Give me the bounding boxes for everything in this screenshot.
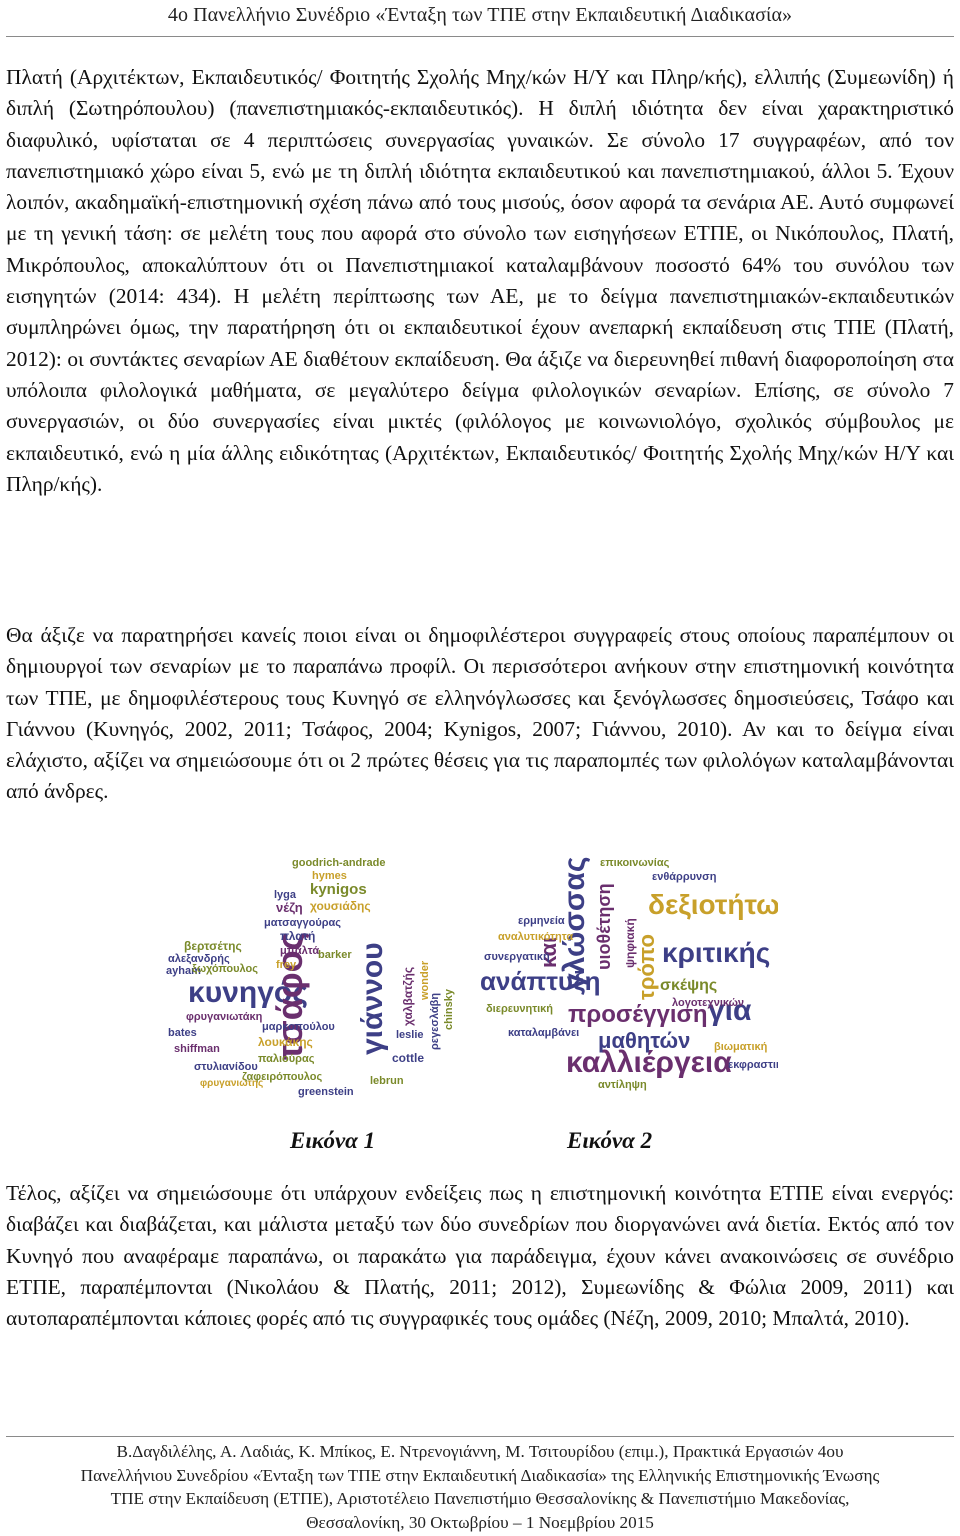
wc1-word: cottle xyxy=(392,1051,424,1065)
wc1-word: ayham xyxy=(166,965,201,977)
wc1-word: αλεξανδρής xyxy=(168,953,230,965)
wc1-word: shiffman xyxy=(174,1043,220,1055)
wc1-word: ξωχόπουλος xyxy=(192,963,258,975)
word-cloud-1-canvas: κυνηγός τσάφος γιάννου goodrich-andrade … xyxy=(166,857,455,1098)
footer-line: Πανελλήνιου Συνεδρίου «Ένταξη των ΤΠΕ στ… xyxy=(80,1465,880,1485)
footer-line: Β.Δαγδιλέλης, Α. Λαδιάς, Κ. Μπίκος, Ε. Ν… xyxy=(116,1442,844,1461)
wc2-word: τρόπο xyxy=(634,934,659,1000)
wc1-word: goodrich-andrade xyxy=(292,857,386,869)
wc2-word: λογοτεχνικών xyxy=(672,997,744,1009)
wc2-word: ανάπτυξη xyxy=(480,966,601,996)
wc1-word: κυνηγός xyxy=(188,976,308,1009)
wc2-word: προσέγγιση xyxy=(568,1001,708,1028)
paragraph-3: Τέλος, αξίζει να σημειώσουμε ότι υπάρχου… xyxy=(6,1181,954,1331)
footer-divider xyxy=(6,1436,954,1437)
word-cloud-figure-1: κυνηγός τσάφος γιάννου goodrich-andrade … xyxy=(160,850,470,1100)
wc1-word: φρυγανιωτάκη xyxy=(186,1011,263,1023)
wc1-word: greenstein xyxy=(298,1086,354,1098)
wc1-word: πλατή xyxy=(280,929,315,943)
paragraph-2: Θα άξιζε να παρατηρήσει κανείς ποιοι είν… xyxy=(6,623,954,804)
page-footer: Β.Δαγδιλέλης, Α. Λαδιάς, Κ. Μπίκος, Ε. Ν… xyxy=(0,1440,960,1534)
wc1-word: ρεγεσλάβη xyxy=(429,993,441,1050)
wc2-word: κριτικής xyxy=(662,937,770,968)
wc2-word: συνεργατική xyxy=(484,951,550,963)
footer-line: Θεσσαλονίκη, 30 Οκτωβρίου – 1 Νοεμβρίου … xyxy=(306,1512,654,1532)
wc1-word: wonder xyxy=(419,960,431,1001)
wc2-word: αναλυτικότητα xyxy=(498,931,573,943)
figure-caption-1: Εικόνα 1 xyxy=(290,1128,376,1153)
wc2-word: ψηφιακή xyxy=(623,918,637,968)
wc1-word: kynigos xyxy=(310,881,367,898)
wc2-word: καταλαμβάνει xyxy=(508,1027,579,1039)
wc1-word: νέζη xyxy=(276,900,303,915)
wc2-word: και xyxy=(536,937,561,968)
word-cloud-2-canvas: ανάπτυξη καλλιέργεια δεξιοτήτων κριτικής… xyxy=(480,857,778,1091)
wc2-word: δεξιοτήτων xyxy=(648,889,778,920)
wc2-word: επικοινωνίας xyxy=(600,857,670,869)
wc2-word: διερευνητική xyxy=(486,1003,553,1015)
wc2-word: αντίληψη xyxy=(598,1079,647,1091)
wc1-word: lyga xyxy=(274,889,297,901)
wc1-word: chinsky xyxy=(443,988,455,1030)
running-header: 4ο Πανελλήνιο Συνέδριο «Ένταξη των ΤΠΕ σ… xyxy=(167,4,793,26)
figure-caption-2: Εικόνα 2 xyxy=(567,1128,653,1153)
wc2-word: ενθάρρυνση xyxy=(652,871,717,883)
wc2-word: για xyxy=(708,994,752,1027)
wc1-word: βερτσέτης xyxy=(184,939,242,953)
wc1-word: φρυγανιώτης xyxy=(200,1078,263,1089)
wc2-word: γλώσσας xyxy=(558,857,591,990)
wc1-word: χουσιάδης xyxy=(310,899,371,913)
wc2-word: σκέψης xyxy=(660,977,717,994)
wc1-word: barker xyxy=(318,949,352,961)
footer-line: ΤΠΕ στην Εκπαίδευση (ΕΤΠΕ), Αριστοτέλειο… xyxy=(110,1489,850,1508)
wc2-word: εκφραστικά xyxy=(728,1059,778,1071)
wc1-word: hymes xyxy=(312,870,347,882)
wc1-word: γιάννου xyxy=(356,942,389,1055)
wc2-word: μαθητών xyxy=(598,1028,690,1053)
wc1-word: leslie xyxy=(396,1029,424,1041)
wc1-word: bates xyxy=(168,1027,197,1039)
paragraph-1: Πλατή (Αρχιτέκτων, Εκπαιδευτικός/ Φοιτητ… xyxy=(6,65,954,496)
wc1-word: ζαφειρόπουλος xyxy=(242,1071,323,1083)
wc2-word: καλλιέργεια xyxy=(566,1046,732,1079)
wc2-word: ερμηνεία xyxy=(518,915,565,927)
wc1-word: ματσαγγούρας xyxy=(264,917,341,929)
wc1-word: λουκάκης xyxy=(258,1035,313,1049)
wc1-word: τσάφος xyxy=(269,932,310,1060)
wc1-word: μπαλτά xyxy=(280,945,319,957)
header-divider xyxy=(6,36,954,37)
wc1-word: lebrun xyxy=(370,1075,404,1087)
wc1-word: παλιούρας xyxy=(258,1053,315,1065)
wc1-word: στυλιανίδου xyxy=(194,1061,258,1073)
wc1-word: frey xyxy=(276,959,297,971)
wc2-word: υιοθέτηση xyxy=(594,883,614,970)
wc1-word: μαρκοπούλου xyxy=(262,1021,335,1033)
wc2-word: βιωματική xyxy=(714,1041,768,1053)
wc1-word: χαλβατζής xyxy=(401,967,415,1026)
word-cloud-figure-2: ανάπτυξη καλλιέργεια δεξιοτήτων κριτικής… xyxy=(478,850,778,1100)
